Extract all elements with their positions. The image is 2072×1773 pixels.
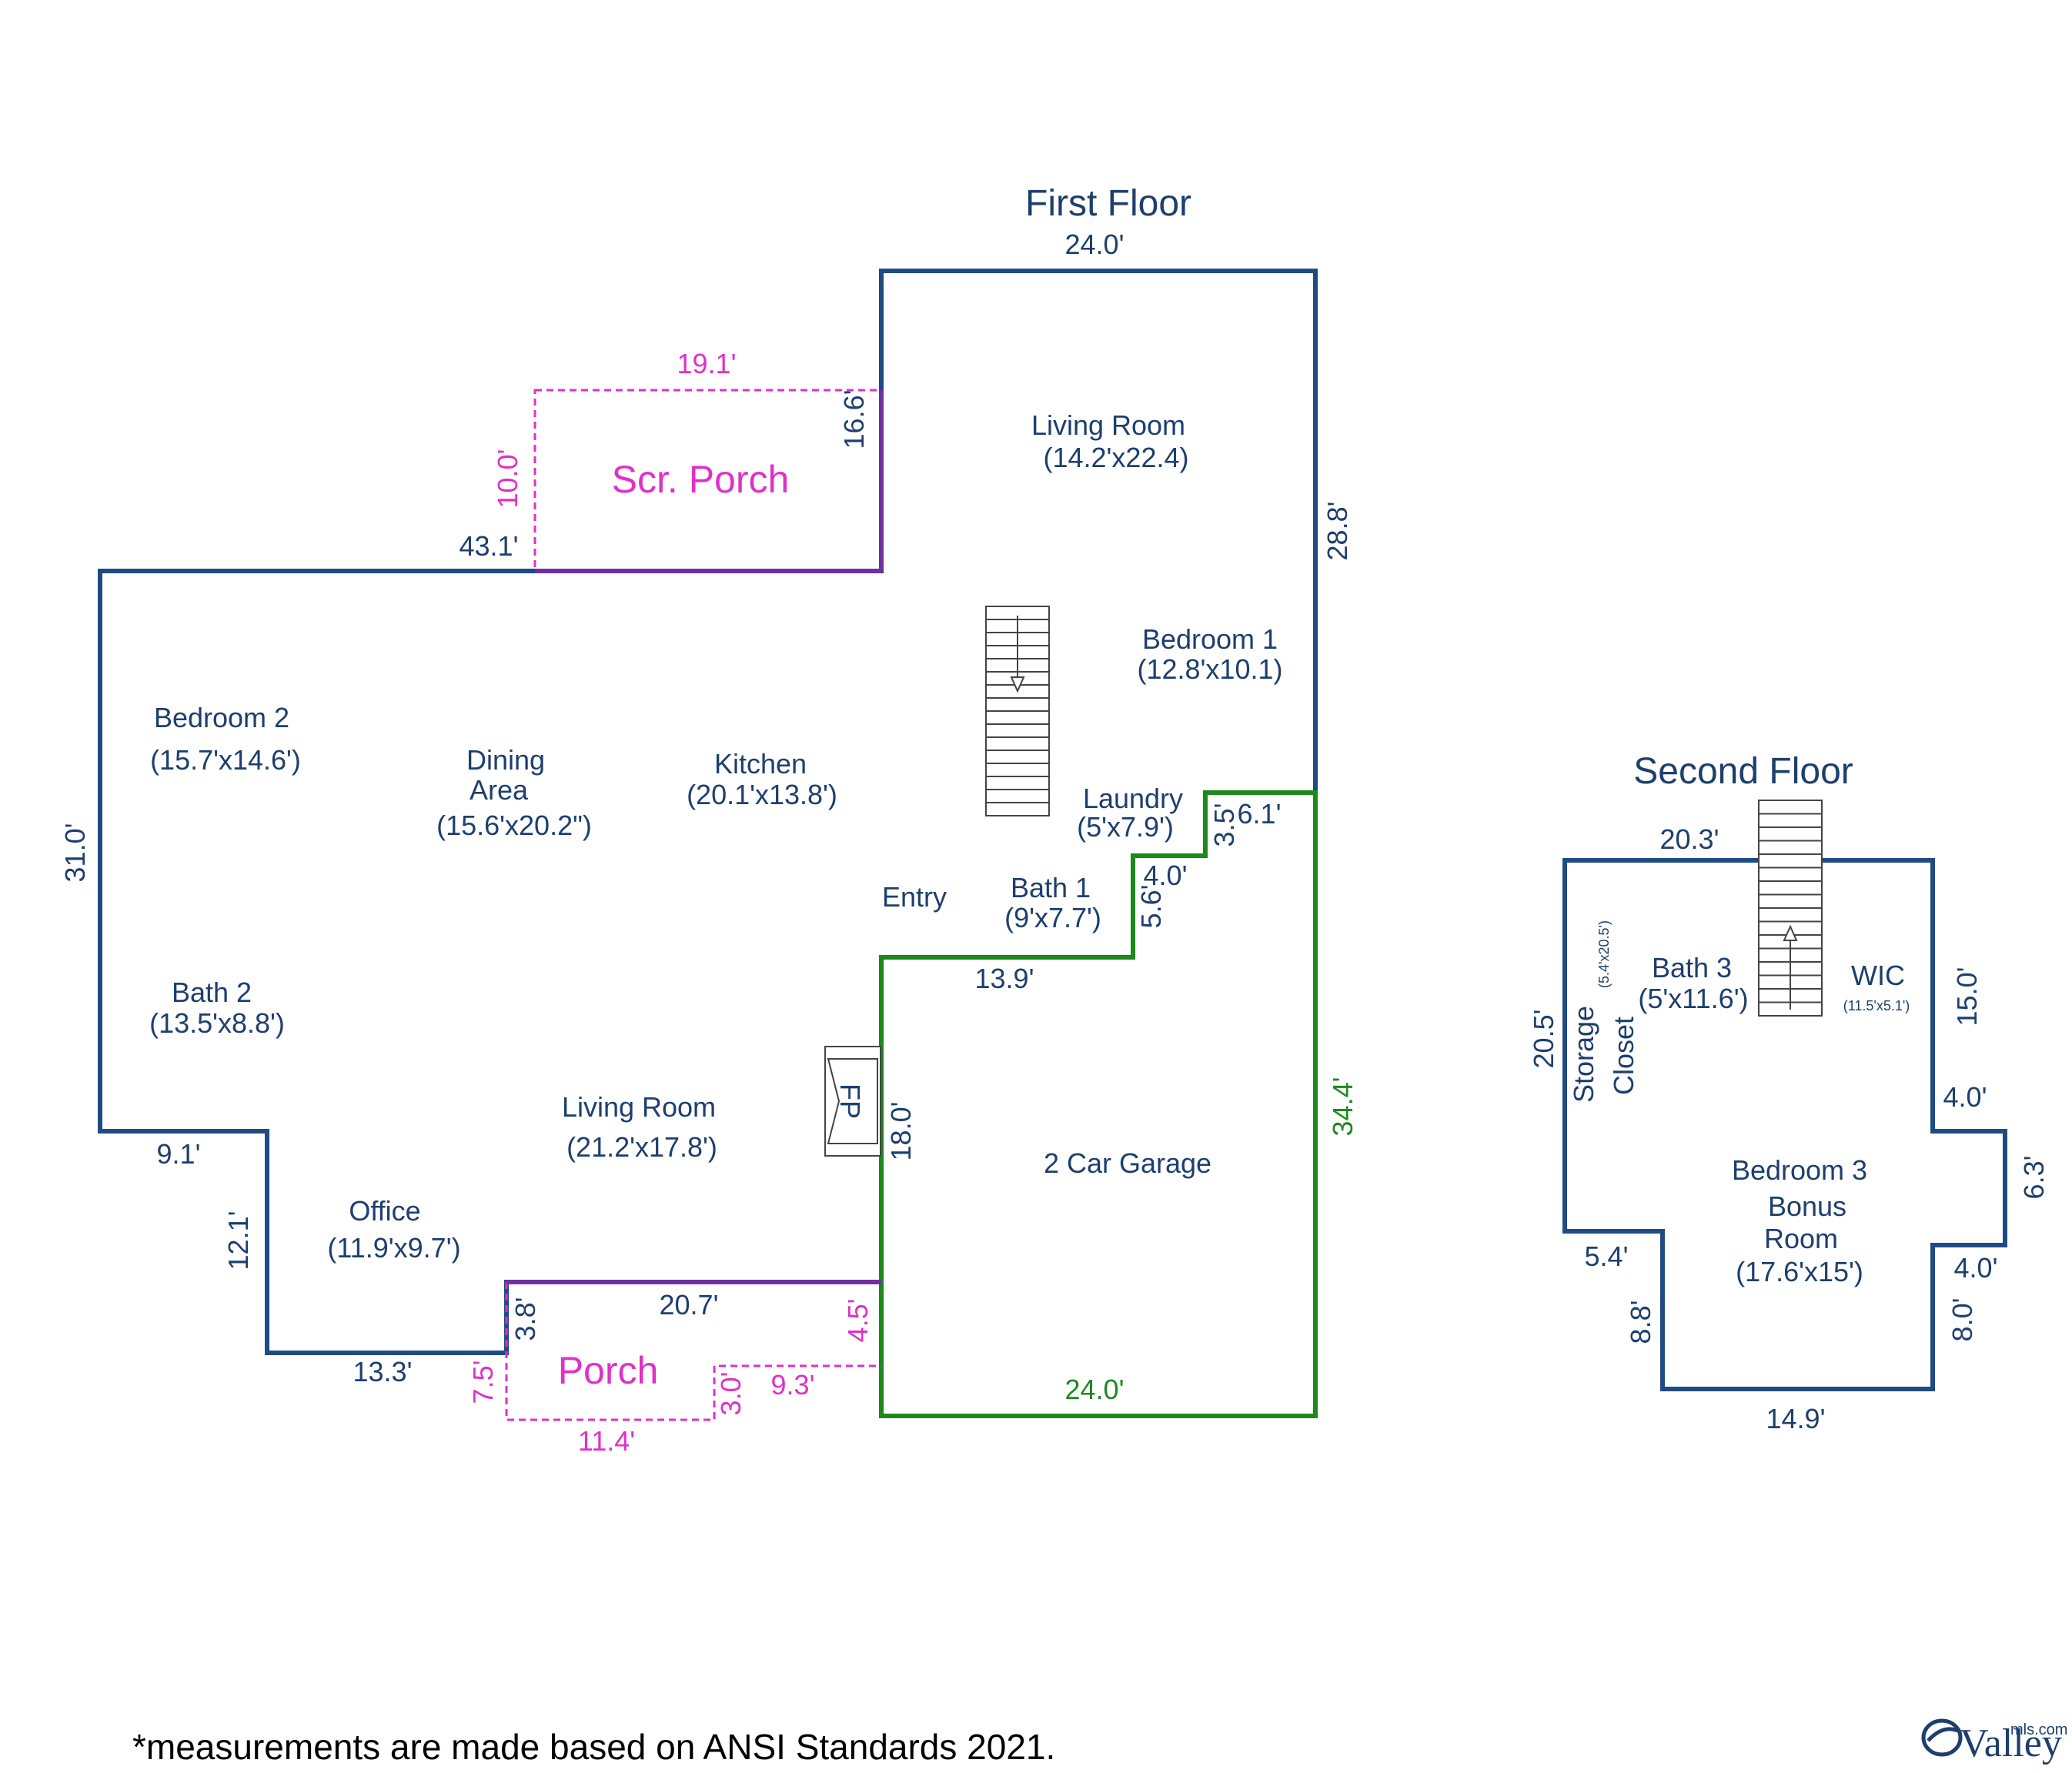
bath1-label: Bath 1 bbox=[1011, 872, 1091, 903]
office-label: Office bbox=[349, 1195, 420, 1227]
wic-label: WIC bbox=[1851, 960, 1905, 991]
storage-dim: (5.4'x20.5') bbox=[1596, 920, 1612, 988]
dining-label-1: Dining bbox=[466, 744, 545, 776]
wic-dim: (11.5'x5.1') bbox=[1843, 998, 1910, 1013]
dim-step-91: 9.1' bbox=[157, 1138, 201, 1170]
kitchen-dim: (20.1'x13.8') bbox=[687, 779, 837, 810]
dim-scr-left: 10.0' bbox=[492, 449, 523, 509]
dim-porch-93: 9.3' bbox=[771, 1369, 815, 1401]
bedroom1-label: Bedroom 1 bbox=[1142, 623, 1278, 655]
fireplace-box bbox=[824, 1046, 881, 1157]
dim-scr-top: 19.1' bbox=[677, 348, 737, 379]
measurement-note: *measurements are made based on ANSI Sta… bbox=[132, 1727, 1055, 1767]
living-room-upper-dim: (14.2'x22.4) bbox=[1044, 442, 1189, 473]
dim-porch-114: 11.4' bbox=[578, 1425, 635, 1457]
dim-right-288: 28.8' bbox=[1322, 502, 1353, 561]
dim2-right-40a: 4.0' bbox=[1943, 1081, 1987, 1113]
dim-porch-30: 3.0' bbox=[715, 1372, 747, 1416]
laundry-dim: (5'x7.9') bbox=[1077, 811, 1174, 843]
kitchen-label: Kitchen bbox=[714, 748, 807, 780]
first-floor-stairs bbox=[985, 606, 1050, 816]
dim-porch-207: 20.7' bbox=[660, 1289, 719, 1321]
dim-step-121: 12.1' bbox=[222, 1211, 254, 1270]
dim-bath-40: 4.0' bbox=[1144, 860, 1188, 891]
living-room-lower-dim: (21.2'x17.8') bbox=[566, 1131, 717, 1163]
bath2-dim: (13.5'x8.8') bbox=[149, 1007, 285, 1039]
dim-porch-38: 3.8' bbox=[510, 1297, 541, 1341]
bath1-dim: (9'x7.7') bbox=[1004, 902, 1101, 933]
dim-porch-75: 7.5' bbox=[467, 1361, 499, 1404]
dim-laundry-61: 6.1' bbox=[1238, 798, 1282, 830]
garage-label: 2 Car Garage bbox=[1044, 1147, 1211, 1179]
dim2-left: 20.5' bbox=[1528, 1010, 1559, 1069]
dim2-right-63: 6.3' bbox=[2018, 1156, 2050, 1200]
bedroom3-dim: (17.6'x15') bbox=[1736, 1256, 1863, 1287]
porch-label: Porch bbox=[558, 1349, 659, 1392]
valleymls-logo: Valley mls.com bbox=[1921, 1718, 2067, 1765]
second-floor-title: Second Floor bbox=[1633, 751, 1853, 792]
laundry-label: Laundry bbox=[1083, 783, 1183, 814]
first-floor: First Floor FP Living Room (14.2'x22.4) … bbox=[59, 183, 1358, 1457]
second-floor-outline bbox=[1562, 858, 2007, 1391]
fireplace-icon bbox=[827, 1058, 878, 1144]
dim2-left-54: 5.4' bbox=[1585, 1240, 1629, 1272]
bedroom3-label: Bedroom 3 bbox=[1732, 1154, 1867, 1186]
fireplace-label: FP bbox=[834, 1084, 866, 1119]
closet-label: Closet bbox=[1608, 1017, 1639, 1095]
logo-swirl-icon bbox=[1921, 1718, 1963, 1757]
logo-text: Valley bbox=[1960, 1721, 2062, 1765]
porch-outline bbox=[505, 1282, 881, 1421]
dim-step-133: 13.3' bbox=[353, 1356, 413, 1387]
dim-porch-45: 4.5' bbox=[842, 1299, 874, 1343]
dim2-right-80: 8.0' bbox=[1947, 1298, 1978, 1342]
entry-label: Entry bbox=[882, 881, 947, 913]
dim-garage-344: 34.4' bbox=[1327, 1077, 1358, 1137]
bath3-dim: (5'x11.6') bbox=[1638, 983, 1748, 1014]
dim-bath-56: 5.6' bbox=[1135, 885, 1167, 929]
dining-label-2: Area bbox=[470, 774, 529, 806]
bath3-label: Bath 3 bbox=[1652, 952, 1732, 983]
dim-garage-240: 24.0' bbox=[1065, 1374, 1125, 1405]
bedroom1-dim: (12.8'x10.1) bbox=[1138, 653, 1283, 685]
dim2-top: 20.3' bbox=[1660, 823, 1719, 855]
dim2-left-88: 8.8' bbox=[1625, 1301, 1656, 1344]
dim-left-310: 31.0' bbox=[59, 823, 91, 883]
dim-entry-139: 13.9' bbox=[975, 963, 1034, 994]
bath2-label: Bath 2 bbox=[172, 977, 252, 1008]
second-floor-stairs bbox=[1758, 800, 1823, 1017]
storage-label: Storage bbox=[1568, 1006, 1599, 1103]
living-room-upper-label: Living Room bbox=[1031, 409, 1185, 441]
second-floor: Second Floor Bath 3 (5'x11.6') WIC (11.5… bbox=[1528, 751, 2050, 1434]
dim-top: 24.0' bbox=[1065, 229, 1125, 260]
screened-porch-outline bbox=[533, 389, 883, 573]
dining-dim: (15.6'x20.2") bbox=[436, 810, 592, 841]
bedroom2-label: Bedroom 2 bbox=[154, 702, 289, 733]
dim-fp-180: 18.0' bbox=[885, 1102, 917, 1161]
bonus-label: Bonus bbox=[1768, 1190, 1846, 1222]
bedroom2-dim: (15.7'x14.6') bbox=[150, 744, 301, 776]
garage-outline bbox=[879, 790, 1318, 1418]
room-label: Room bbox=[1764, 1223, 1838, 1254]
stair-arrow-down-icon bbox=[1010, 676, 1025, 693]
dim-laundry-35: 3.5' bbox=[1208, 803, 1240, 847]
office-dim: (11.9'x9.7') bbox=[327, 1232, 460, 1264]
logo-swoosh-icon bbox=[1927, 1727, 1961, 1742]
fireplace: FP bbox=[824, 1046, 881, 1157]
logo-small-text: mls.com bbox=[2010, 1721, 2067, 1738]
dim-scr-right: 16.6' bbox=[838, 390, 870, 449]
dim2-right-150: 15.0' bbox=[1951, 967, 1983, 1027]
first-floor-title: First Floor bbox=[1025, 183, 1191, 224]
screened-porch-label: Scr. Porch bbox=[612, 458, 790, 501]
stair-arrow-up-icon bbox=[1783, 924, 1798, 941]
dim2-bottom: 14.9' bbox=[1766, 1403, 1826, 1434]
living-room-lower-label: Living Room bbox=[562, 1091, 716, 1123]
dim2-right-40b: 4.0' bbox=[1954, 1252, 1998, 1284]
dim-wall-43: 43.1' bbox=[460, 530, 519, 562]
